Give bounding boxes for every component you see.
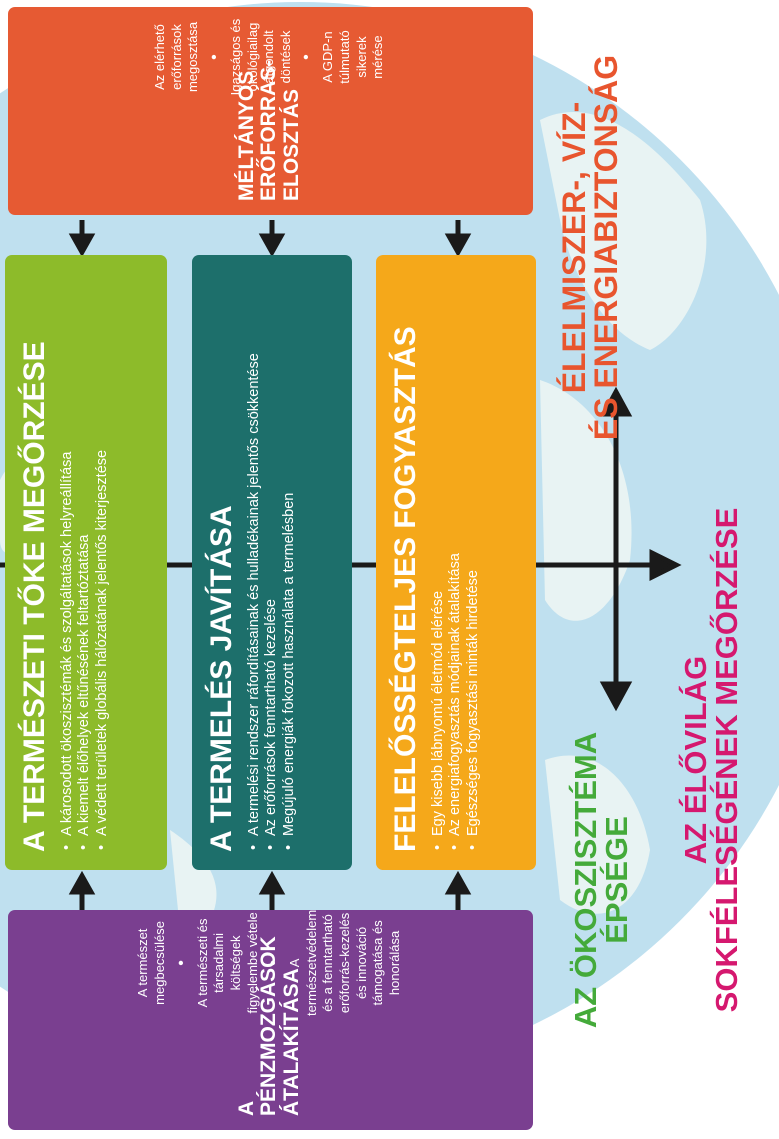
equity-box: Méltányos erőforrás-elosztás Az elérhető…	[8, 7, 533, 215]
food-security-line-2: és energiabiztonság	[588, 54, 624, 441]
ecosystem-line-1: Az ökoszisztéma	[568, 731, 603, 1029]
natural-capital-box: A természeti tőke megőrzése A károsodott…	[5, 255, 167, 870]
consumption-box: Felelősségteljes fogyasztás Egy kisebb l…	[376, 255, 536, 870]
bullet: •	[172, 960, 190, 966]
consumption-item-2: Az energiafogyasztás módjainak átalakítá…	[447, 271, 465, 852]
arrowhead	[444, 870, 472, 895]
production-box: A termelés javítása A termelési rendszer…	[192, 255, 352, 870]
consumption-item-1: Egy kisebb lábnyomú életmód elérése	[430, 271, 448, 852]
arrowhead	[68, 870, 96, 895]
natural-capital-list: A károsodott ökoszisztémák és szolgáltat…	[59, 271, 112, 852]
equity-item-2: Igazságos és ökológiailag átgondolt dönt…	[227, 18, 293, 96]
main-axis-arrowhead	[649, 548, 682, 582]
natural-capital-title: A természeti tőke megőrzése	[18, 341, 51, 852]
equity-item-3: A GDP-n túlmutató sikerek mérése	[320, 30, 386, 84]
finance-title: A pénzmozgások átalakítása	[235, 936, 303, 1116]
bullet: •	[298, 54, 316, 60]
ecosystem-label: Az ökoszisztéma épsége	[568, 730, 660, 1030]
natural-capital-item-2: A kiemelt élőhelyek eltűnésének feltartó…	[76, 271, 94, 852]
arrowhead	[258, 233, 286, 258]
equity-item-1: Az elérhető erőforrások megosztása	[152, 21, 201, 93]
finance-item-3: A természetvédelem és a fenntartható erő…	[287, 909, 402, 1016]
production-list: A termelési rendszer ráfordításainak és …	[246, 271, 299, 852]
production-item-3: Megújuló energiák fokozott használata a …	[281, 271, 299, 852]
production-item-2: Az erőforrások fenntartható kezelése	[263, 271, 281, 852]
finance-item-1: A természet megbecsülése	[135, 920, 168, 1005]
arrowhead	[68, 233, 96, 258]
biodiversity-line-2: sokféleségének megőrzése	[709, 507, 744, 1013]
continents	[0, 111, 707, 930]
production-item-1: A termelési rendszer ráfordításainak és …	[246, 271, 264, 852]
food-security-label: Élelmiszer-, víz- és energiabiztonság	[556, 5, 654, 490]
consumption-title: Felelősségteljes fogyasztás	[389, 326, 422, 852]
cross-axis-arrowhead-top	[599, 386, 633, 417]
finance-list: A természet megbecsülése • A természeti …	[18, 910, 521, 1024]
bullet: •	[265, 960, 283, 966]
cross-axis-arrowhead-bottom	[599, 681, 633, 712]
equity-title: Méltányos erőforrás-elosztás	[235, 59, 303, 201]
arrowhead	[444, 233, 472, 258]
arrowhead	[258, 870, 286, 895]
finance-box: A pénzmozgások átalakítása A természet m…	[8, 910, 533, 1130]
finance-item-2: A természeti és társadalmi költségek fig…	[194, 912, 260, 1014]
bullet: •	[205, 54, 223, 60]
biodiversity-label: Az élővilág sokféleségének megőrzése	[678, 480, 770, 1040]
natural-capital-item-1: A károsodott ökoszisztémák és szolgáltat…	[59, 271, 77, 852]
ecosystem-line-2: épsége	[599, 816, 634, 944]
natural-capital-item-3: A védett területek globális hálózatának …	[94, 271, 112, 852]
consumption-item-3: Egészséges fogyasztási minták hirdetése	[465, 271, 483, 852]
production-title: A termelés javítása	[205, 505, 238, 852]
biodiversity-line-1: Az élővilág	[678, 655, 713, 865]
food-security-line-1: Élelmiszer-, víz-	[556, 101, 592, 394]
equity-list: Az elérhető erőforrások megosztása • Iga…	[18, 17, 521, 105]
consumption-list: Egy kisebb lábnyomú életmód elérése Az e…	[430, 271, 483, 852]
